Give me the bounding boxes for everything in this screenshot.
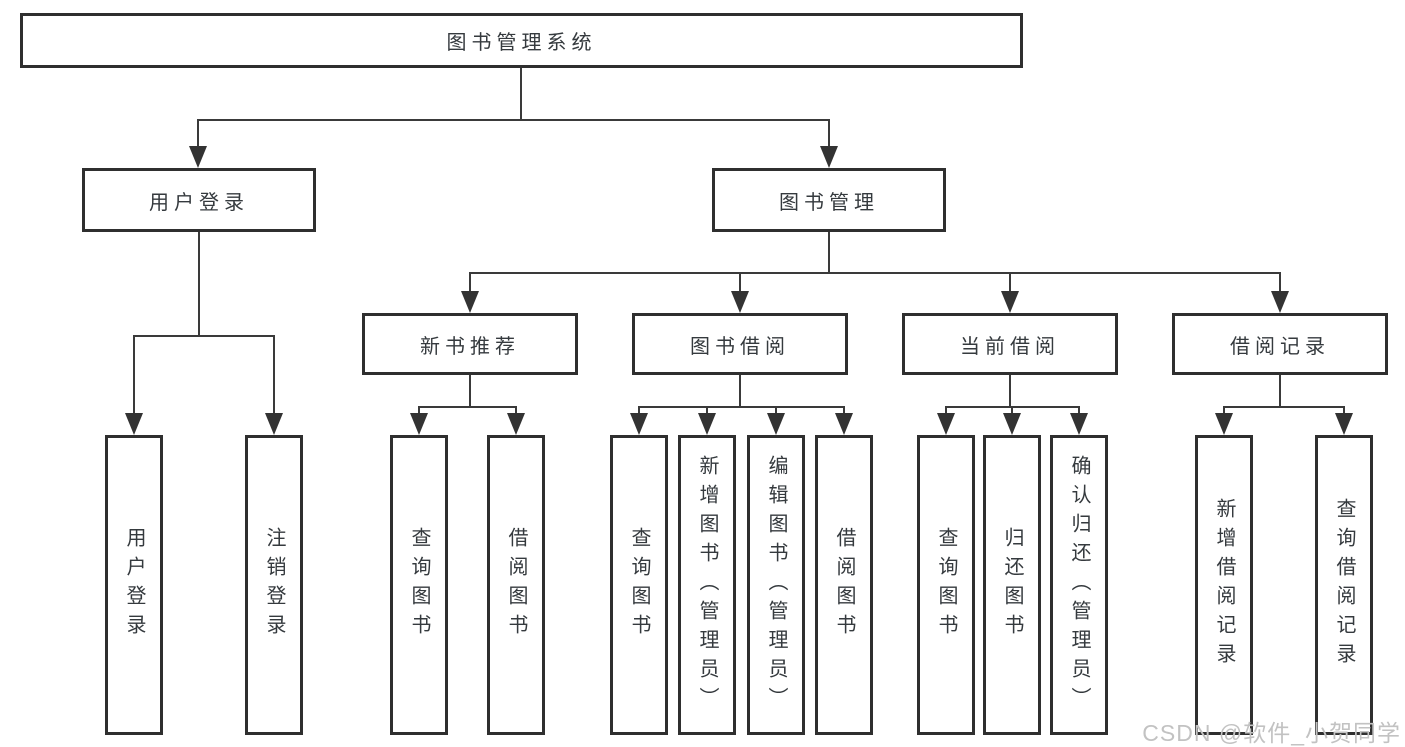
leaf-borrow-books-recommend: 借阅图书	[487, 435, 545, 735]
node-label: 当前借阅	[960, 335, 1060, 358]
leaf-label: 查询图书	[628, 527, 650, 643]
arrowhead-down-icon	[698, 413, 716, 435]
connector-drop	[273, 335, 275, 417]
arrowhead-down-icon	[1001, 291, 1019, 313]
leaf-borrow-books-borrowing: 借阅图书	[815, 435, 873, 735]
leaf-user-login: 用户登录	[105, 435, 163, 735]
leaf-query-books-borrowing: 查询图书	[610, 435, 668, 735]
leaf-return-books: 归还图书	[983, 435, 1041, 735]
leaf-query-borrow-record: 查询借阅记录	[1315, 435, 1373, 735]
csdn-watermark: CSDN @软件_小贺同学	[1142, 720, 1401, 746]
connector-stem	[198, 232, 200, 336]
arrowhead-down-icon	[767, 413, 785, 435]
leaf-label: 用户登录	[123, 527, 145, 643]
connector-drop	[1279, 272, 1281, 294]
arrowhead-down-icon	[1003, 413, 1021, 435]
arrowhead-down-icon	[1215, 413, 1233, 435]
connector-drop	[1223, 406, 1225, 415]
arrowhead-down-icon	[937, 413, 955, 435]
connector-stem	[469, 375, 471, 407]
node-borrow-records: 借阅记录	[1172, 313, 1388, 375]
arrowhead-down-icon	[125, 413, 143, 435]
connector-split	[470, 272, 1280, 274]
connector-drop	[1343, 406, 1345, 415]
connector-drop	[1011, 406, 1013, 415]
leaf-label: 确认归还（管理员）	[1068, 454, 1090, 716]
node-label: 新书推荐	[420, 335, 520, 358]
connector-root-split	[198, 119, 830, 121]
connector-drop	[706, 406, 708, 415]
arrowhead-down-icon	[1335, 413, 1353, 435]
connector-drop	[739, 272, 741, 294]
connector-drop	[843, 406, 845, 415]
arrowhead-down-icon	[265, 413, 283, 435]
leaf-logout-login: 注销登录	[245, 435, 303, 735]
arrowhead-down-icon	[189, 146, 207, 168]
arrowhead-down-icon	[731, 291, 749, 313]
leaf-label: 借阅图书	[505, 527, 527, 643]
leaf-label: 新增图书（管理员）	[696, 454, 718, 716]
leaf-label: 归还图书	[1001, 527, 1023, 643]
connector-drop	[197, 119, 199, 150]
connector-drop	[828, 119, 830, 150]
leaf-add-borrow-record: 新增借阅记录	[1195, 435, 1253, 735]
connector-drop	[133, 335, 135, 417]
connector-root-stem	[520, 68, 522, 120]
leaf-label: 查询借阅记录	[1333, 498, 1355, 672]
leaf-label: 查询图书	[935, 527, 957, 643]
node-label: 借阅记录	[1230, 335, 1330, 358]
connector-stem	[828, 232, 830, 273]
leaf-confirm-return-admin: 确认归还（管理员）	[1050, 435, 1108, 735]
node-current-borrowing: 当前借阅	[902, 313, 1118, 375]
node-library-system: 图书管理系统	[20, 13, 1023, 68]
leaf-label: 编辑图书（管理员）	[765, 454, 787, 716]
connector-drop	[515, 406, 517, 415]
node-label: 图书借阅	[690, 335, 790, 358]
arrowhead-down-icon	[835, 413, 853, 435]
leaf-query-books-current: 查询图书	[917, 435, 975, 735]
leaf-label: 查询图书	[408, 527, 430, 643]
connector-drop	[1078, 406, 1080, 415]
connector-drop	[638, 406, 640, 415]
leaf-label: 注销登录	[263, 527, 285, 643]
connector-stem	[739, 375, 741, 407]
node-new-book-recommend: 新书推荐	[362, 313, 578, 375]
connector-stem	[1009, 375, 1011, 407]
connector-drop	[469, 272, 471, 294]
node-label: 图书管理系统	[446, 32, 597, 54]
node-user-login: 用户登录	[82, 168, 316, 232]
connector-drop	[1009, 272, 1011, 294]
node-book-borrowing: 图书借阅	[632, 313, 848, 375]
leaf-query-books-recommend: 查询图书	[390, 435, 448, 735]
connector-split	[134, 335, 274, 337]
leaf-label: 借阅图书	[833, 527, 855, 643]
connector-drop	[775, 406, 777, 415]
connector-stem	[1279, 375, 1281, 407]
arrowhead-down-icon	[1271, 291, 1289, 313]
arrowhead-down-icon	[1070, 413, 1088, 435]
connector-split	[419, 406, 516, 408]
node-label: 用户登录	[149, 191, 249, 214]
leaf-label: 新增借阅记录	[1213, 498, 1235, 672]
leaf-add-books-admin: 新增图书（管理员）	[678, 435, 736, 735]
connector-drop	[945, 406, 947, 415]
arrowhead-down-icon	[507, 413, 525, 435]
arrowhead-down-icon	[820, 146, 838, 168]
leaf-edit-books-admin: 编辑图书（管理员）	[747, 435, 805, 735]
node-label: 图书管理	[779, 191, 879, 214]
connector-drop	[418, 406, 420, 415]
connector-split	[639, 406, 844, 408]
arrowhead-down-icon	[630, 413, 648, 435]
connector-split	[1224, 406, 1344, 408]
arrowhead-down-icon	[461, 291, 479, 313]
node-book-management: 图书管理	[712, 168, 946, 232]
arrowhead-down-icon	[410, 413, 428, 435]
